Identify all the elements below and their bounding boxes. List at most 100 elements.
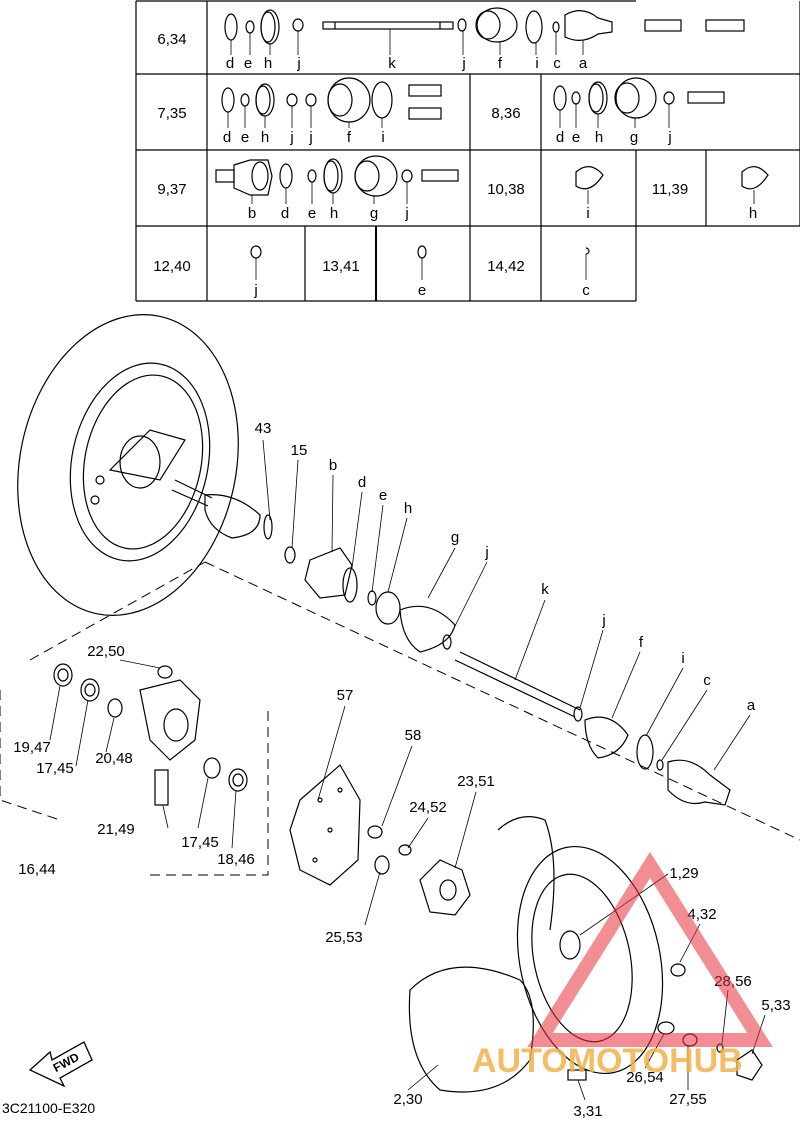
diagram-code: 3C21100-E320: [2, 1100, 95, 1116]
row1-letter-e: e: [244, 55, 252, 72]
row1-parts-drawings: [224, 7, 745, 45]
callout-17-45-a: 17,45: [36, 760, 74, 777]
callout-c: c: [703, 672, 711, 689]
callout-20-48: 20,48: [95, 750, 133, 767]
row1-leader-lines: [230, 29, 584, 55]
callout-25-53: 25,53: [325, 929, 363, 946]
row3-letter-b: b: [248, 205, 256, 222]
row2b-letter-h: h: [595, 129, 603, 146]
watermark-text: AUTOMOTOHUB: [472, 1042, 743, 1080]
row4-letters: j e c: [253, 282, 590, 299]
row2-letter-h: h: [261, 129, 269, 146]
callout-24-52: 24,52: [409, 799, 447, 816]
callout-58: 58: [405, 727, 422, 744]
wheel-upper-left: [17, 314, 239, 616]
row2-letters-left: d e h j j f i: [223, 129, 385, 146]
knuckle-assembly-box: [0, 561, 800, 876]
automotohub-watermark: AUTOMOTOHUB: [472, 851, 773, 1080]
ref-11-39: 11,39: [652, 181, 688, 198]
row2b-letter-g: g: [630, 129, 638, 146]
row2-letter-d: d: [223, 129, 231, 146]
row1-letter-k: k: [388, 55, 396, 72]
row1-letter-j2: j: [461, 55, 465, 72]
parts-table: [135, 0, 800, 302]
callout-j: j: [484, 544, 488, 561]
ref-13-41: 13,41: [322, 258, 360, 275]
row1-letter-j: j: [296, 55, 300, 72]
ref-6-34: 6,34: [157, 31, 186, 48]
row3-letter-e: e: [308, 205, 316, 222]
callout-1-29: 1,29: [669, 865, 698, 882]
ref-14-42: 14,42: [487, 258, 525, 275]
table-ref-numbers: 6,34 7,35 8,36 9,37 10,38 11,39 12,40 13…: [153, 31, 688, 275]
callout-e: e: [379, 487, 387, 504]
row2-letter-j2: j: [308, 129, 312, 146]
fwd-arrow-icon: FWD: [28, 1041, 93, 1088]
row1-letter-d: d: [226, 55, 234, 72]
knuckle-and-bearings: [53, 663, 248, 806]
callout-27-55: 27,55: [669, 1091, 707, 1108]
row3-letter-i: i: [586, 205, 589, 222]
row2-parts-drawings: [221, 77, 442, 123]
row3-letter-d: d: [281, 205, 289, 222]
row1-letter-c: c: [553, 55, 561, 72]
row4-letter-c: c: [582, 282, 590, 299]
row1-letters: d e h j k j f i c a: [226, 55, 588, 72]
exploded-callouts: 43 15 b d e h g j k j f i c a 22,50 57 5…: [13, 420, 790, 1120]
row2b-leader-lines: [559, 104, 670, 128]
row3-letter-j: j: [404, 205, 408, 222]
row4-letter-j: j: [253, 282, 257, 299]
row2b-parts-drawings: [553, 77, 725, 119]
row3-letter-h2: h: [749, 205, 757, 222]
callout-18-46: 18,46: [217, 851, 255, 868]
callout-16-44: 16,44: [18, 861, 56, 878]
row1-letter-a: a: [579, 55, 588, 72]
row2-letter-i: i: [381, 129, 384, 146]
callout-22-50: 22,50: [87, 643, 125, 660]
callout-3-31: 3,31: [573, 1103, 602, 1120]
ref-12-40: 12,40: [153, 258, 191, 275]
callout-2-30: 2,30: [393, 1091, 422, 1108]
row2b-letter-e: e: [572, 129, 580, 146]
drive-shaft-assembly: [171, 479, 731, 806]
callout-4-32: 4,32: [687, 906, 716, 923]
row3-leader-lines: [251, 182, 755, 204]
row3-letters: b d e h g j i h: [248, 205, 757, 222]
row4-parts-drawings: [250, 245, 590, 259]
row1-letter-f: f: [498, 55, 503, 72]
row3-letter-h: h: [330, 205, 338, 222]
row2-letter-f: f: [347, 129, 352, 146]
callout-b: b: [329, 457, 337, 474]
ref-10-38: 10,38: [487, 181, 525, 198]
callout-a: a: [747, 697, 756, 714]
callout-d: d: [358, 474, 366, 491]
callout-15: 15: [291, 442, 308, 459]
row1-letter-h: h: [264, 55, 272, 72]
row2b-letter-d: d: [556, 129, 564, 146]
callout-f: f: [639, 634, 644, 651]
callout-57: 57: [337, 687, 354, 704]
callout-i: i: [681, 650, 684, 667]
callout-5-33: 5,33: [761, 997, 790, 1014]
row4-leader-lines: [255, 254, 587, 280]
row2-letter-e: e: [241, 129, 249, 146]
row4-letter-e: e: [418, 282, 426, 299]
callout-17-45-b: 17,45: [181, 834, 219, 851]
callout-26-54: 26,54: [626, 1069, 664, 1086]
wheel-lower-right: [408, 816, 664, 1093]
callout-23-51: 23,51: [457, 773, 495, 790]
ref-8-36: 8,36: [491, 105, 520, 122]
callout-k: k: [541, 581, 549, 598]
row2-letter-j: j: [289, 129, 293, 146]
callout-21-49: 21,49: [97, 821, 135, 838]
ref-7-35: 7,35: [157, 105, 186, 122]
row2-letters-right: d e h g j: [556, 129, 672, 146]
row3-letter-g: g: [370, 205, 378, 222]
callout-h: h: [404, 500, 412, 517]
ref-9-37: 9,37: [157, 181, 186, 198]
callout-43: 43: [255, 420, 272, 437]
callout-j-2: j: [601, 612, 605, 629]
brake-disc: [289, 764, 361, 886]
callout-g: g: [451, 529, 459, 546]
